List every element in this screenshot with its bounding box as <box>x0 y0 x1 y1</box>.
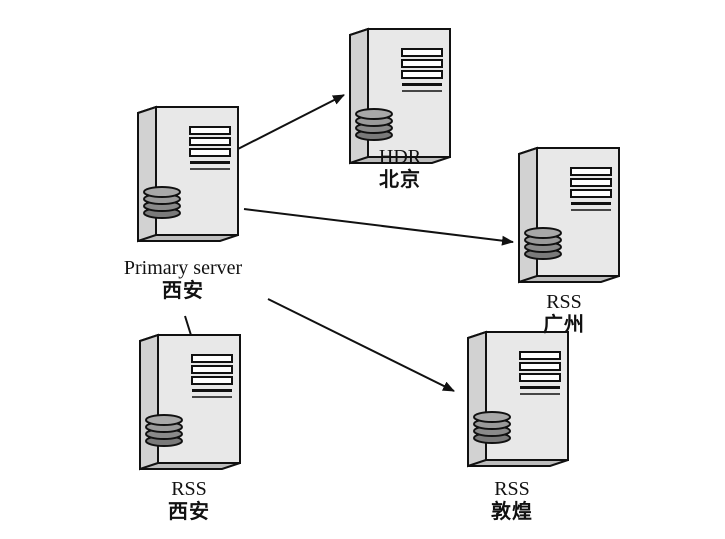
node-role: HDR <box>378 146 422 168</box>
node-role: Primary server <box>123 257 243 279</box>
hdr-server-icon <box>349 28 451 164</box>
arrow-primary-to-rss-dunhuang <box>267 298 455 392</box>
rss-dunhuang-label: RSS 敦煌 <box>491 478 533 524</box>
node-city: 西安 <box>161 280 204 302</box>
rss-xian-label: RSS 西安 <box>168 478 210 524</box>
rss-xian-server-icon <box>139 334 241 470</box>
primary-server-icon <box>137 106 239 242</box>
arrow-primary-to-rss-guangzhou <box>243 208 514 246</box>
node-role: RSS <box>171 478 207 500</box>
rss-dunhuang-server-icon <box>467 331 569 467</box>
primary-server-label: Primary server 西安 <box>124 257 242 303</box>
hdr-server-label: HDR 北京 <box>379 146 421 192</box>
node-role: RSS <box>494 478 530 500</box>
node-city: 广州 <box>543 314 585 336</box>
rss-guangzhou-server-icon <box>518 147 620 283</box>
rss-guangzhou-label: RSS 广州 <box>543 291 585 337</box>
node-city: 北京 <box>378 169 421 191</box>
node-role: RSS <box>546 291 582 313</box>
node-city: 敦煌 <box>491 501 533 523</box>
arrow-primary-to-hdr <box>233 94 345 152</box>
node-city: 西安 <box>168 501 210 523</box>
